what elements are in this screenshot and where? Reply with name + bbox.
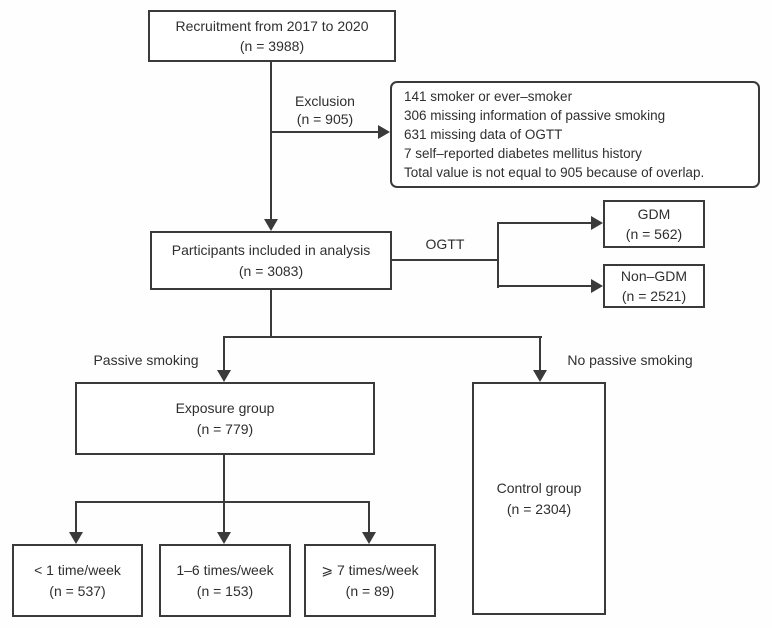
exclusion-label-text: Exclusion xyxy=(295,93,355,109)
control-group-box: Control group (n = 2304) xyxy=(472,382,606,615)
connector-frequency-split xyxy=(75,501,370,503)
freq-1to6-title: 1–6 times/week xyxy=(176,562,274,579)
freq-lt1-box: < 1 time/week (n = 537) xyxy=(12,544,143,617)
connector-exposure-split xyxy=(223,455,225,503)
participants-n: (n = 3083) xyxy=(238,262,304,279)
no-passive-smoking-label: No passive smoking xyxy=(567,352,693,368)
arrow-down-icon xyxy=(264,219,278,231)
freq-1to6-n: (n = 153) xyxy=(196,582,254,599)
connector-non-gdm xyxy=(497,285,591,287)
connector-exclusion xyxy=(271,131,379,133)
exposure-title: Exposure group xyxy=(175,400,275,417)
exclusion-label: Exclusion (n = 905) xyxy=(280,92,370,128)
control-n: (n = 2304) xyxy=(506,500,572,517)
gdm-box: GDM (n = 562) xyxy=(603,200,705,248)
exclusion-detail-line: 306 missing information of passive smoki… xyxy=(404,108,666,123)
connector-freq-1to6 xyxy=(223,501,225,532)
participants-title: Participants included in analysis xyxy=(171,242,371,259)
arrow-right-icon xyxy=(378,125,390,139)
recruitment-n: (n = 3988) xyxy=(239,38,305,54)
exclusion-detail-line: 7 self–reported diabetes mellitus histor… xyxy=(404,146,642,161)
gdm-title: GDM xyxy=(637,205,671,222)
arrow-right-icon xyxy=(591,216,603,230)
freq-lt1-n: (n = 537) xyxy=(49,582,106,599)
freq-ge7-box: ⩾ 7 times/week (n = 89) xyxy=(304,544,436,617)
connector-participants-split xyxy=(270,290,272,338)
connector-ogtt xyxy=(392,259,499,261)
exposure-group-box: Exposure group (n = 779) xyxy=(75,382,375,455)
non-gdm-n: (n = 2521) xyxy=(621,288,687,304)
connector-split-exposure xyxy=(223,336,225,371)
connector-gdm xyxy=(497,222,591,224)
exclusion-detail-line: 631 missing data of OGTT xyxy=(404,127,563,142)
exclusion-label-n: (n = 905) xyxy=(296,111,354,128)
freq-ge7-n: (n = 89) xyxy=(345,582,395,599)
arrow-right-icon xyxy=(591,279,603,293)
recruitment-title: Recruitment from 2017 to 2020 xyxy=(175,17,369,34)
arrow-down-icon xyxy=(217,370,231,382)
gdm-n: (n = 562) xyxy=(625,226,683,242)
exclusion-details-box: 141 smoker or ever–smoker 306 missing in… xyxy=(390,81,760,188)
exclusion-detail-line: 141 smoker or ever–smoker xyxy=(404,89,573,104)
connector-freq-lt1 xyxy=(75,501,77,532)
recruitment-box: Recruitment from 2017 to 2020 (n = 3988) xyxy=(148,10,396,62)
arrow-down-icon xyxy=(362,532,376,544)
passive-smoking-label: Passive smoking xyxy=(93,352,199,368)
connector-split xyxy=(223,336,542,338)
control-title: Control group xyxy=(496,480,582,497)
connector-ogtt-split xyxy=(497,222,499,288)
participants-box: Participants included in analysis (n = 3… xyxy=(150,231,392,290)
arrow-down-icon xyxy=(217,532,231,544)
exposure-n: (n = 779) xyxy=(196,420,254,437)
connector-split-control xyxy=(539,336,541,371)
connector-recruitment-participants xyxy=(270,62,272,220)
non-gdm-title: Non–GDM xyxy=(620,267,688,284)
freq-ge7-title: ⩾ 7 times/week xyxy=(321,562,419,579)
non-gdm-box: Non–GDM (n = 2521) xyxy=(603,264,705,308)
arrow-down-icon xyxy=(69,532,83,544)
exclusion-detail-line: Total value is not equal to 905 because … xyxy=(404,165,705,180)
freq-1to6-box: 1–6 times/week (n = 153) xyxy=(159,544,291,617)
ogtt-label: OGTT xyxy=(425,236,465,252)
connector-freq-ge7 xyxy=(368,501,370,532)
arrow-down-icon xyxy=(533,370,547,382)
freq-lt1-title: < 1 time/week xyxy=(34,562,121,579)
